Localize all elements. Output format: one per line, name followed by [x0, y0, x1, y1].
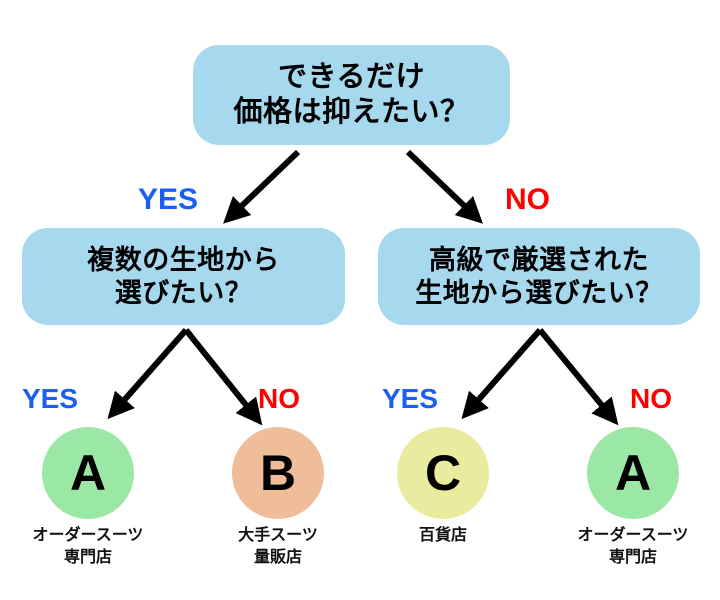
- branch-label-left-no: NO: [258, 383, 300, 414]
- caption-line-2: 専門店: [608, 548, 658, 566]
- arrow-left-to-a: [107, 328, 189, 420]
- outcome-caption-a-left: オーダースーツ 専門店: [33, 525, 144, 568]
- branch-label-right-yes: YES: [382, 383, 439, 414]
- arrow-root-to-left: [223, 149, 301, 224]
- outcome-node-c[interactable]: C 百貨店: [397, 427, 489, 544]
- branch-label-left-yes: YES: [22, 383, 79, 414]
- node-right-line-1: 高級で厳選された: [429, 244, 649, 275]
- node-root-line-2: 価格は抑えたい？: [233, 96, 470, 128]
- caption-line-2: 量販店: [253, 548, 302, 566]
- node-root-line-1: できるだけ: [278, 60, 425, 93]
- arrow-right-to-c: [461, 328, 543, 420]
- arrow-left-to-b: [183, 328, 263, 426]
- node-right-line-2: 生地から選びたい？: [415, 277, 663, 308]
- branch-label-root-no: NO: [505, 183, 550, 216]
- outcome-node-b[interactable]: B 大手スーツ 量販店: [232, 427, 324, 566]
- outcome-node-a-left[interactable]: A オーダースーツ 専門店: [33, 427, 143, 566]
- caption-line-1: 百貨店: [418, 527, 468, 544]
- outcome-circle-a-right: A: [587, 427, 679, 519]
- caption-line-1: オーダースーツ: [577, 527, 689, 544]
- decision-node-left[interactable]: 複数の生地から 選びたい？: [22, 228, 345, 325]
- decision-node-right[interactable]: 高級で厳選された 生地から選びたい？: [378, 228, 700, 325]
- outcome-circle-b: B: [232, 427, 324, 519]
- caption-line-1: オーダースーツ: [32, 527, 144, 544]
- outcome-caption-b: 大手スーツ 量販店: [238, 525, 318, 568]
- node-left-line-2: 選びたい？: [114, 277, 253, 308]
- outcome-node-a-right[interactable]: A オーダースーツ 専門店: [578, 427, 688, 566]
- node-left-line-1: 複数の生地から: [87, 244, 280, 275]
- outcome-caption-c: 百貨店: [419, 525, 467, 547]
- branch-label-right-no: NO: [630, 383, 672, 414]
- arrow-right-to-a: [537, 328, 619, 426]
- caption-line-2: 専門店: [63, 548, 113, 566]
- caption-line-1: 大手スーツ: [238, 527, 318, 544]
- outcome-caption-a-right: オーダースーツ 専門店: [578, 525, 689, 568]
- arrow-root-to-right: [405, 149, 483, 224]
- branch-label-root-yes: YES: [138, 183, 199, 216]
- decision-node-root[interactable]: できるだけ 価格は抑えたい？: [193, 45, 510, 145]
- outcome-circle-a-left: A: [42, 427, 134, 519]
- outcome-circle-c: C: [397, 427, 489, 519]
